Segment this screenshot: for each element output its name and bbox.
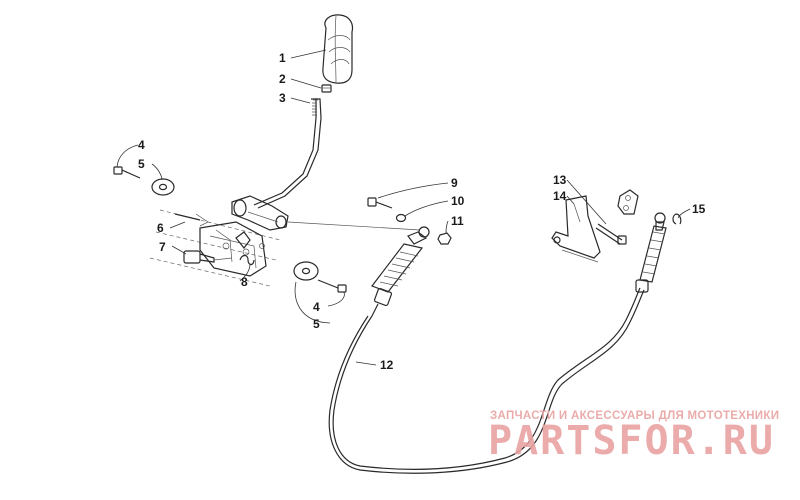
clip-15 — [672, 213, 682, 225]
callout-9: 9 — [451, 176, 458, 190]
jam-nut — [321, 84, 332, 93]
nut-11 — [437, 232, 452, 245]
washer-upper-left — [151, 178, 175, 196]
screw-lower-left — [317, 279, 347, 293]
watermark: ЗАПЧАСТИ И АКСЕССУАРЫ ДЛЯ МОТОТЕХНИКИ PA… — [488, 410, 779, 464]
callout-8: 8 — [241, 275, 248, 289]
callout-3: 3 — [279, 91, 286, 105]
callout-14: 14 — [553, 189, 567, 203]
callout-15: 15 — [692, 202, 706, 216]
leader-lines — [116, 49, 691, 366]
shifter-housing — [149, 209, 281, 287]
callout-5-upper: 5 — [138, 157, 145, 171]
callout-7: 7 — [159, 240, 166, 254]
callout-5-lower: 5 — [313, 317, 320, 331]
mounting-bracket — [551, 195, 601, 263]
washer-lower-left — [293, 261, 319, 281]
callout-6: 6 — [157, 221, 164, 235]
callout-12: 12 — [380, 358, 394, 372]
callout-4-lower: 4 — [313, 300, 320, 314]
watermark-tagline: ЗАПЧАСТИ И АКСЕССУАРЫ ДЛЯ МОТОТЕХНИКИ — [490, 410, 779, 422]
callout-4-upper: 4 — [138, 138, 145, 152]
screw-upper-left — [113, 166, 141, 179]
watermark-brand: PARTSFOR.RU — [488, 418, 775, 464]
callout-labels: 1 2 3 4 5 6 7 8 4 5 9 10 11 12 13 14 15 — [138, 51, 706, 372]
shift-cable — [328, 212, 667, 474]
bolt-13 — [595, 223, 627, 245]
shift-knob — [322, 14, 354, 84]
callout-13: 13 — [553, 173, 567, 187]
callout-1: 1 — [279, 51, 286, 65]
link-line — [287, 221, 421, 231]
callout-2: 2 — [279, 72, 286, 86]
clevis-end — [617, 189, 639, 215]
washer-10 — [395, 213, 407, 223]
bolt-9 — [367, 197, 393, 209]
callout-11: 11 — [451, 214, 464, 228]
callout-10: 10 — [451, 194, 465, 208]
shift-lever — [231, 98, 322, 231]
